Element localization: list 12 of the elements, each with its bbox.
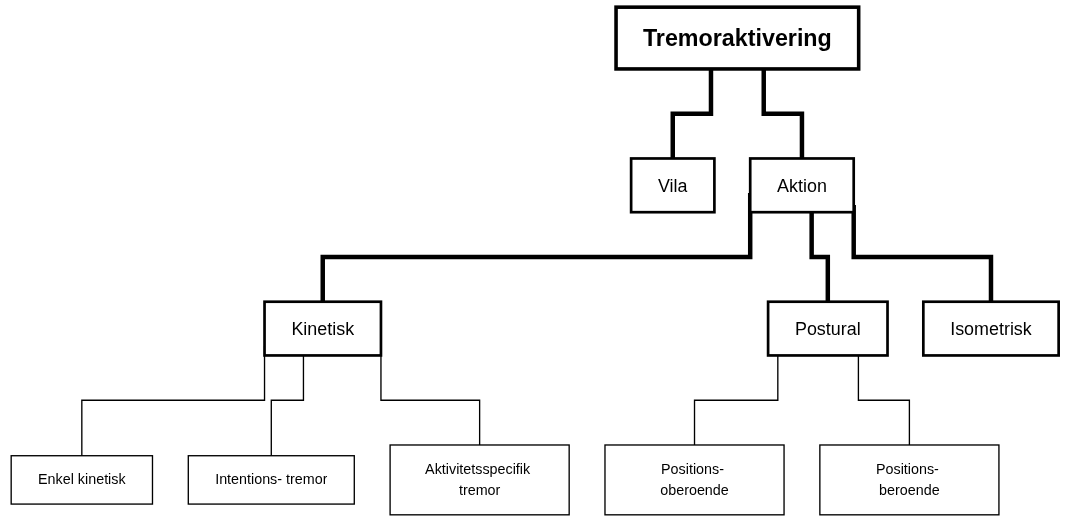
node-box: Enkel kinetisk: [10, 455, 154, 505]
connector: [380, 354, 481, 446]
node-box: Tremoraktivering: [614, 5, 861, 71]
node-box: Isometrisk: [922, 300, 1061, 357]
node-box: Positions- beroende: [819, 444, 1000, 516]
node-box: Aktion: [748, 157, 856, 214]
node-box: Positions- oberoende: [604, 444, 785, 516]
node-box: Kinetisk: [263, 300, 383, 357]
node-box: Aktivitetsspecifik tremor: [389, 444, 570, 516]
node-box: Intentions- tremor: [187, 455, 356, 505]
node-box: Vila: [629, 157, 716, 214]
node-box: Postural: [766, 300, 889, 357]
